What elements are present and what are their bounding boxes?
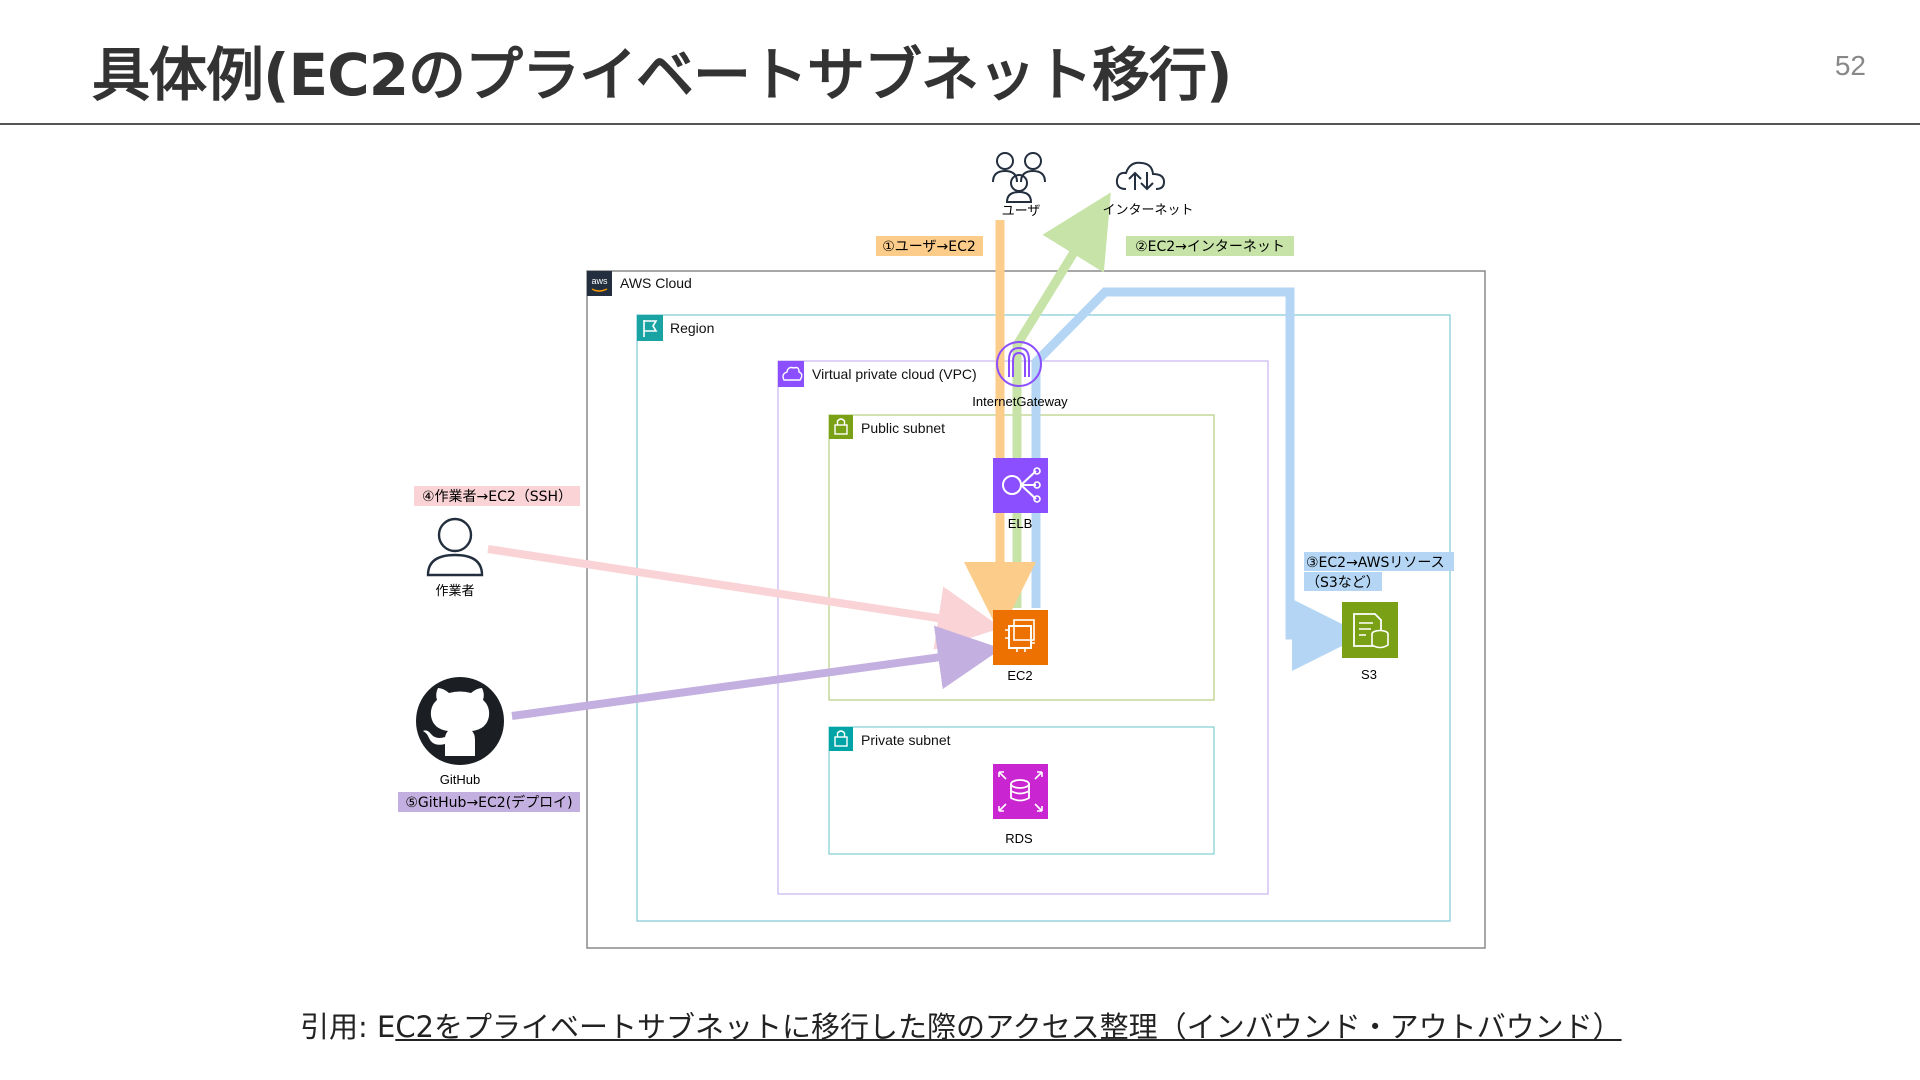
vpc-group: Virtual private cloud (VPC) [777,360,1269,895]
svg-text:①ユーザ→EC2: ①ユーザ→EC2 [882,239,976,255]
aws-logo-icon: aws [587,271,612,296]
ec2-label: EC2 [1007,668,1032,683]
flow-3-arrow [1031,287,1364,671]
title-divider [0,123,1920,125]
flow-4-label: ④作業者→EC2（SSH） [414,486,580,506]
flow-4-arrow [487,545,1002,650]
svg-text:⑤GitHub→EC2(デプロイ): ⑤GitHub→EC2(デプロイ) [405,794,572,811]
ec2-icon [993,610,1048,665]
worker-person-icon [426,517,484,577]
region-group: Region [636,314,1451,922]
svg-text:③EC2→AWSリソース: ③EC2→AWSリソース [1306,555,1445,571]
page-number: 52 [1834,50,1866,81]
aws-cloud-label: AWS Cloud [620,275,692,291]
user-label: ユーザ [1002,204,1041,219]
svg-text:②EC2→インターネット: ②EC2→インターネット [1135,239,1285,255]
private-subnet-label: Private subnet [861,732,951,748]
flow-5-arrow [511,625,1002,720]
private-subnet-group: Private subnet [828,726,1215,855]
citation-link[interactable]: C2をプライベートサブネットに移行した際のアクセス整理（インバウンド・アウトバウ… [395,1010,1622,1044]
svg-text:（S3など）: （S3など） [1306,575,1380,591]
flow-2-label: ②EC2→インターネット [1126,236,1294,256]
rds-icon [993,764,1048,819]
private-subnet-lock-icon [829,727,853,751]
slide-title: 具体例(EC2のプライベートサブネット移行) [92,41,1233,109]
elb-label: ELB [1008,516,1033,531]
internet-gateway-icon [996,341,1042,387]
aws-cloud-group: aws AWS Cloud [586,270,1486,949]
flow-5-label: ⑤GitHub→EC2(デプロイ) [398,792,580,812]
public-subnet-label: Public subnet [861,420,945,436]
s3-icon [1342,602,1398,658]
internet-cloud-icon [1115,161,1166,191]
s3-label: S3 [1361,667,1377,682]
github-logo-icon [416,677,504,765]
citation-prefix: 引用: E [300,1010,396,1044]
flow-1-label: ①ユーザ→EC2 [876,236,983,256]
github-label: GitHub [440,772,480,787]
internet-label: インターネット [1102,203,1193,218]
vpc-label: Virtual private cloud (VPC) [812,366,977,382]
region-flag-icon [637,315,663,341]
citation: 引用: EC2をプライベートサブネットに移行した際のアクセス整理（インバウンド・… [300,1004,1622,1046]
rds-label: RDS [1005,831,1033,846]
vpc-cloud-icon [778,361,804,387]
public-subnet-lock-icon [829,415,853,439]
region-label: Region [670,320,714,336]
flow-3-label: ③EC2→AWSリソース （S3など） [1304,552,1454,591]
internet-gateway-label: InternetGateway [972,394,1068,409]
svg-text:aws: aws [591,276,608,286]
flow-2-arrow [1012,192,1111,608]
svg-text:④作業者→EC2（SSH）: ④作業者→EC2（SSH） [422,489,572,505]
elb-icon [993,458,1048,513]
users-icon [992,152,1046,203]
worker-label: 作業者 [435,583,474,599]
